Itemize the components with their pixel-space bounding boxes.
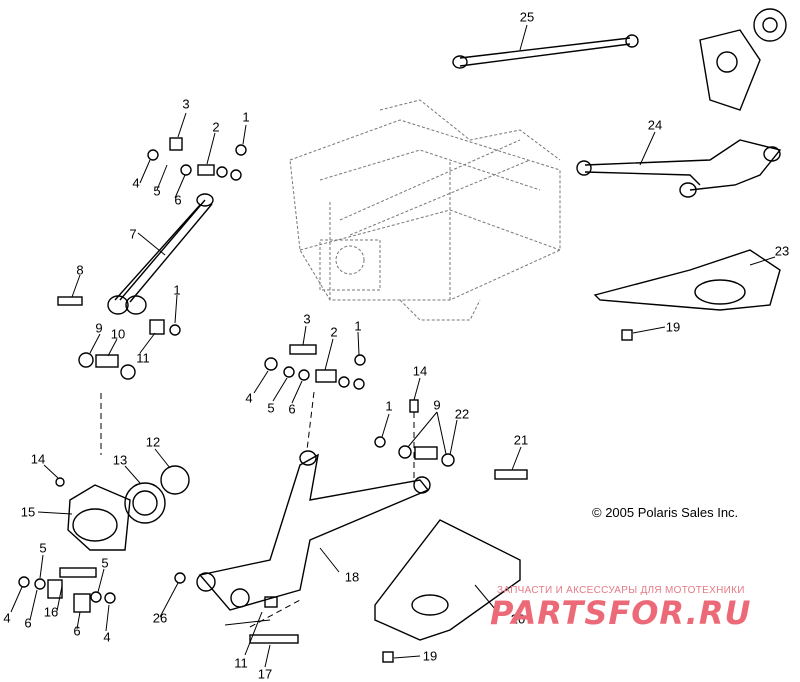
copyright-notice: © 2005 Polaris Sales Inc. xyxy=(592,505,739,520)
callout-6: 6 xyxy=(73,623,81,639)
callout-1: 1 xyxy=(385,398,393,414)
leader-lines xyxy=(10,24,776,668)
lower-left-hardware xyxy=(18,567,299,644)
callout-2: 2 xyxy=(212,119,220,135)
callout-15: 15 xyxy=(20,504,36,520)
callout-4: 4 xyxy=(103,629,111,645)
callout-14: 14 xyxy=(412,363,428,379)
callout-4: 4 xyxy=(132,175,140,191)
callout-21: 21 xyxy=(513,432,529,448)
callout-5: 5 xyxy=(101,555,109,571)
part-15-knuckle xyxy=(55,465,190,551)
callout-17: 17 xyxy=(257,666,273,682)
knuckle-assembly xyxy=(699,8,787,111)
callout-26: 26 xyxy=(152,610,168,626)
callout-6: 6 xyxy=(174,192,182,208)
part-18-lower-arm xyxy=(196,450,431,611)
callout-11: 11 xyxy=(136,350,150,366)
part-7-rod xyxy=(57,137,247,380)
callout-6: 6 xyxy=(24,615,32,631)
callout-6: 6 xyxy=(288,401,296,417)
callout-20: 20 xyxy=(510,611,526,627)
callout-22: 22 xyxy=(454,406,470,422)
callout-9: 9 xyxy=(433,397,441,413)
callout-5: 5 xyxy=(153,183,161,199)
callout-13: 13 xyxy=(112,452,128,468)
callout-3: 3 xyxy=(303,311,311,327)
callout-24: 24 xyxy=(647,117,663,133)
middle-hardware xyxy=(264,344,366,390)
part-20-guard xyxy=(374,519,521,641)
callout-2: 2 xyxy=(330,324,338,340)
callout-9: 9 xyxy=(95,320,103,336)
part-25-rod xyxy=(452,34,639,69)
callout-11: 11 xyxy=(234,655,248,671)
callout-5: 5 xyxy=(267,400,275,416)
callout-19: 19 xyxy=(665,319,681,335)
callout-8: 8 xyxy=(76,262,84,278)
callout-16: 16 xyxy=(43,604,59,620)
callout-14: 14 xyxy=(30,451,46,467)
callout-4: 4 xyxy=(245,390,253,406)
part-24-upper-arm xyxy=(576,139,782,198)
callout-25: 25 xyxy=(519,9,535,25)
callout-3: 3 xyxy=(182,96,190,112)
callout-7: 7 xyxy=(129,226,137,242)
callout-1: 1 xyxy=(354,318,362,334)
callout-4: 4 xyxy=(3,610,11,626)
callout-12: 12 xyxy=(145,434,161,450)
watermark-tagline: ЗАПЧАСТИ И АКСЕССУАРЫ ДЛЯ МОТОТЕХНИКИ xyxy=(497,585,745,596)
part-23-guard xyxy=(593,249,781,311)
callout-18: 18 xyxy=(344,569,360,585)
callout-19: 19 xyxy=(422,648,438,664)
right-hardware xyxy=(374,329,633,663)
callout-23: 23 xyxy=(774,243,790,259)
callout-10: 10 xyxy=(110,326,126,342)
chassis-frame xyxy=(289,99,561,321)
callout-5: 5 xyxy=(39,540,47,556)
watermark-logo: PARTSFOR.RU xyxy=(490,594,752,632)
callout-1: 1 xyxy=(242,109,250,125)
callout-1: 1 xyxy=(173,282,181,298)
